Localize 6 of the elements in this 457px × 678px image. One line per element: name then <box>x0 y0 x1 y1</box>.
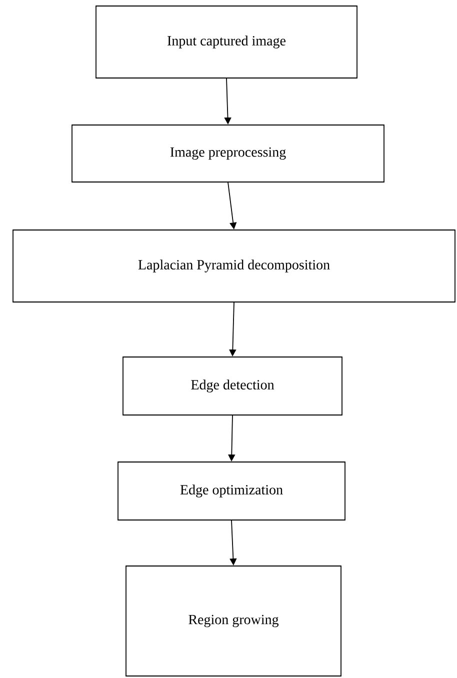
process-box: Edge detection <box>122 356 342 416</box>
process-box: Image preprocessing <box>72 124 384 182</box>
process-box: Input captured image <box>96 6 358 78</box>
process-box: Region growing <box>126 566 342 676</box>
process-box: Edge optimization <box>118 462 346 520</box>
process-box: Laplacian Pyramid decomposition <box>12 230 456 302</box>
